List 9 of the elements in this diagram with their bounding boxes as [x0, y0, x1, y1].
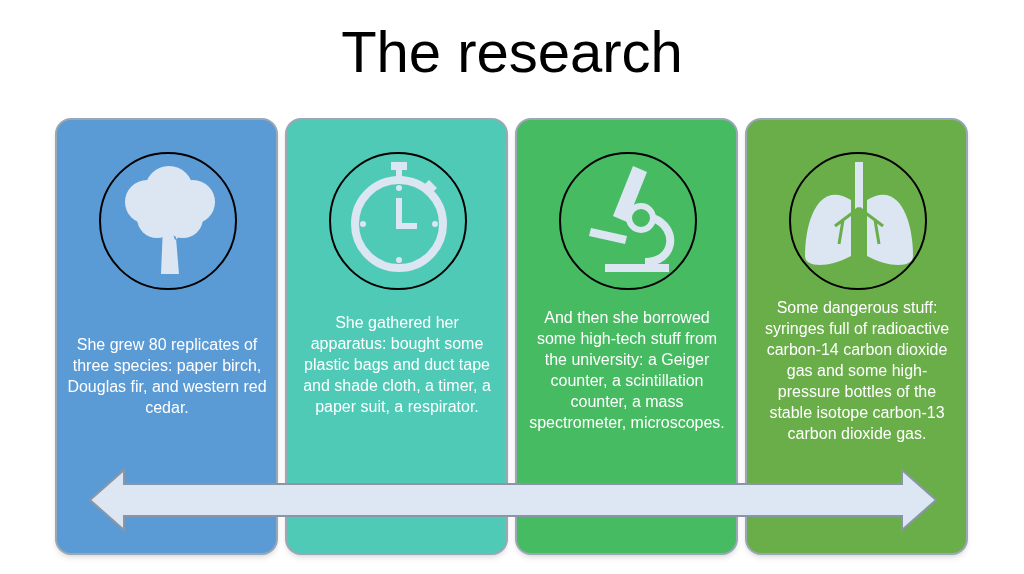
card-text: Some dangerous stuff: syringes full of radioactive carbon-14 carbon dioxide gas and some high-pressure bottles of the stable isotope carbon-13 carbon dioxide gas. — [763, 298, 951, 444]
card — [55, 118, 278, 555]
card-text: She gathered her apparatus: bought some plastic bags and duct tape and shade cloth, a timer, a paper suit, a respirator. — [302, 313, 492, 417]
card — [285, 118, 508, 555]
card — [515, 118, 738, 555]
card — [745, 118, 968, 555]
card-text: And then she borrowed some high-tech stuff from the university: a Geiger counter, a scintillation counter, a mass spectrometer, microscopes. — [528, 308, 726, 433]
title: The research — [340, 18, 684, 86]
card-text: She grew 80 replicates of three species: paper birch, Douglas fir, and western red cedar. — [67, 335, 267, 418]
